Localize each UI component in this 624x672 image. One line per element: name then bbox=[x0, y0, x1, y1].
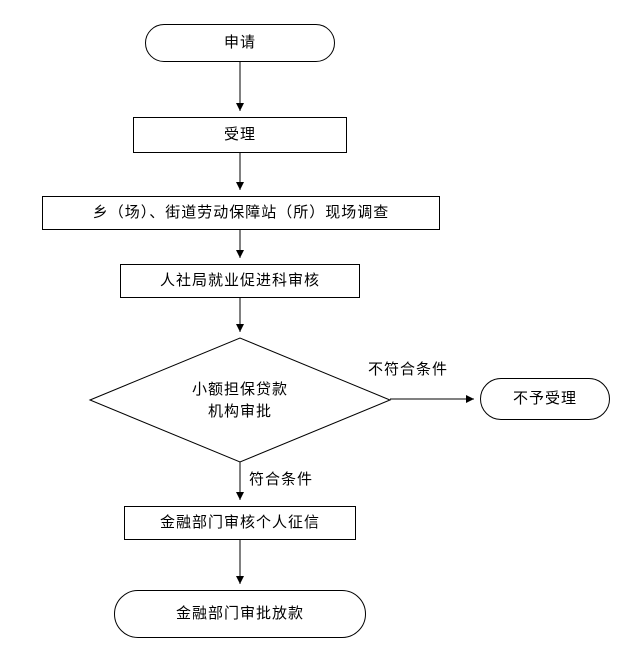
node-start: 申请 bbox=[145, 24, 335, 62]
node-reject: 不予受理 bbox=[480, 378, 610, 420]
node-accept: 受理 bbox=[133, 117, 347, 153]
node-survey: 乡（场）、街道劳动保障站（所）现场调查 bbox=[42, 196, 440, 230]
node-review: 人社局就业促进科审核 bbox=[120, 264, 360, 298]
edge-label-no-match: 不符合条件 bbox=[366, 358, 451, 379]
decision-diamond-shape bbox=[88, 337, 392, 463]
edge-label-match: 符合条件 bbox=[247, 468, 316, 489]
node-disburse: 金融部门审批放款 bbox=[114, 590, 366, 638]
node-decision-label: 小额担保贷款 机构审批 bbox=[191, 379, 288, 421]
node-credit: 金融部门审核个人征信 bbox=[124, 506, 356, 540]
